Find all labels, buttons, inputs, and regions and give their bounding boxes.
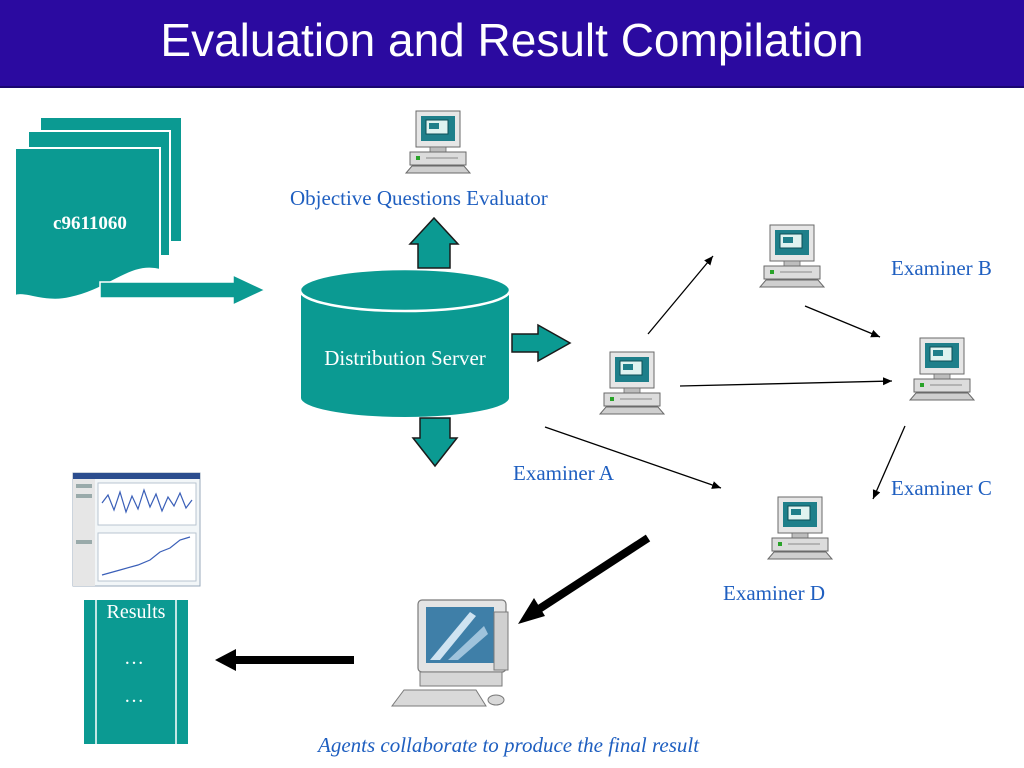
arrow-server-to-d xyxy=(544,426,722,489)
arrow-c-to-d xyxy=(872,425,906,500)
results-label: Results xyxy=(106,601,166,623)
examiner-d-computer-icon xyxy=(767,496,833,560)
examiner-a-label: Examiner A xyxy=(513,461,614,485)
arrow-to-evaluator xyxy=(408,216,460,269)
arrow-to-server xyxy=(99,273,267,307)
results-box xyxy=(84,600,188,744)
document-id-label: c9611060 xyxy=(53,213,127,234)
examiner-c-computer-icon xyxy=(909,337,975,401)
evaluator-label: Objective Questions Evaluator xyxy=(290,186,548,210)
results-row: … xyxy=(124,647,148,669)
evaluator-computer-icon xyxy=(405,110,471,174)
examiner-c-label: Examiner C xyxy=(891,476,992,500)
caption: Agents collaborate to produce the final … xyxy=(318,733,700,757)
arrow-examiners-to-workstation xyxy=(518,534,651,624)
examiner-b-computer-icon xyxy=(759,224,825,288)
examiner-d-label: Examiner D xyxy=(723,581,826,605)
results-row: … xyxy=(124,685,148,707)
arrow-workstation-to-results xyxy=(215,649,354,671)
distribution-server-label: Distribution Server xyxy=(324,346,486,370)
examiner-b-label: Examiner B xyxy=(891,256,992,280)
arrow-to-results xyxy=(411,417,459,468)
page-title: Evaluation and Result Compilation xyxy=(160,14,864,66)
arrow-a-to-b xyxy=(647,255,714,335)
distribution-server-cylinder xyxy=(298,267,512,419)
desktop-workstation-icon xyxy=(391,599,509,707)
results-screenshot-thumbnail xyxy=(72,472,201,587)
arrow-to-examiner-a xyxy=(511,323,572,363)
title-bar: Evaluation and Result Compilation xyxy=(0,0,1024,88)
document-stack-icon xyxy=(14,116,183,301)
arrow-a-to-c xyxy=(679,377,893,387)
arrow-b-to-c xyxy=(804,305,881,338)
examiner-a-computer-icon xyxy=(599,351,665,415)
